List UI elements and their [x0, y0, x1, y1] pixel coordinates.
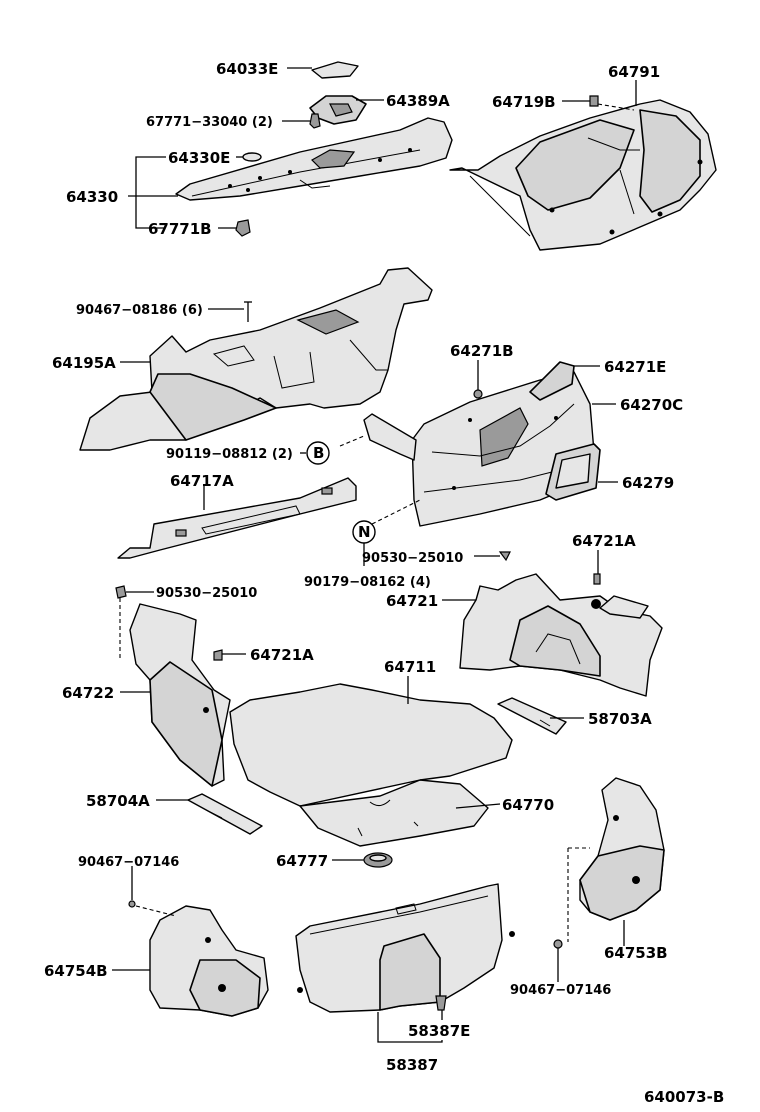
- label-90467-08186: 90467−08186 (6): [76, 303, 203, 318]
- part-64389A-bracket: [309, 95, 367, 125]
- part-64711-floor-mat: [229, 683, 513, 807]
- label-67771-33040: 67771−33040 (2): [146, 115, 273, 130]
- part-58703A-pad: [497, 697, 567, 735]
- label-64033E: 64033E: [216, 60, 278, 78]
- part-64770-floor-board: [299, 779, 489, 847]
- label-64711: 64711: [384, 658, 436, 676]
- part-58704A-pad: [187, 793, 263, 835]
- label-64721A-mid: 64721A: [250, 646, 314, 664]
- label-64777: 64777: [276, 852, 328, 870]
- label-64770: 64770: [502, 796, 554, 814]
- clip-67771-33040-icon: [309, 113, 321, 129]
- label-90467-07146-right: 90467−07146: [510, 983, 611, 998]
- label-64721: 64721: [386, 592, 438, 610]
- label-64279: 64279: [622, 474, 674, 492]
- label-64271B: 64271B: [450, 342, 514, 360]
- callout-n: N: [358, 523, 371, 541]
- part-64754B-rear-corner-left: [149, 905, 269, 1017]
- bracket-90119-08812: [363, 413, 417, 461]
- label-64721A-top: 64721A: [572, 532, 636, 550]
- callout-b: B: [313, 444, 324, 462]
- label-64722: 64722: [62, 684, 114, 702]
- part-64279-frame: [545, 443, 601, 501]
- clip-58387E-icon: [435, 995, 447, 1011]
- clip-64721A-mid-icon: [213, 649, 223, 661]
- label-58704A: 58704A: [86, 792, 150, 810]
- part-64717A-rail: [117, 477, 357, 559]
- label-64389A: 64389A: [386, 92, 450, 110]
- label-64270C: 64270C: [620, 396, 683, 414]
- part-64270C-side-panel: [411, 371, 595, 527]
- grommet-64777-icon: [363, 852, 393, 868]
- label-90467-07146-left: 90467−07146: [78, 855, 179, 870]
- label-90119-08812: 90119−08812 (2): [166, 447, 293, 462]
- clip-64719B-icon: [589, 95, 599, 107]
- callout-b-circle: [306, 441, 330, 465]
- clip-67771B-icon: [235, 219, 251, 237]
- label-58387: 58387: [386, 1056, 438, 1074]
- screw-90467-07146-right-icon: [553, 939, 563, 949]
- label-90530-25010-right: 90530−25010: [362, 551, 463, 566]
- diagram-id: 640073-B: [644, 1088, 724, 1106]
- label-64791: 64791: [608, 63, 660, 81]
- screw-90467-07146-left-icon: [128, 900, 136, 908]
- part-64722-side-trim-left: [129, 603, 231, 787]
- label-67771B: 67771B: [148, 220, 212, 238]
- label-64753B: 64753B: [604, 944, 668, 962]
- label-90179-08162: 90179−08162 (4): [304, 575, 431, 590]
- clip-64271B-icon: [473, 389, 483, 399]
- clip-90530-25010-left-icon: [115, 585, 127, 599]
- part-58387-rear-trim-panel: [295, 883, 515, 1013]
- label-64717A: 64717A: [170, 472, 234, 490]
- label-64330E: 64330E: [168, 149, 230, 167]
- label-64719B: 64719B: [492, 93, 556, 111]
- part-64271E-trim-strip: [529, 361, 575, 401]
- part-64753B-rear-corner-right: [579, 777, 665, 921]
- label-64754B: 64754B: [44, 962, 108, 980]
- label-90530-25010-left: 90530−25010: [156, 586, 257, 601]
- label-58703A: 58703A: [588, 710, 652, 728]
- label-64271E: 64271E: [604, 358, 666, 376]
- clip-64721A-top-icon: [593, 573, 601, 585]
- label-64195A: 64195A: [52, 354, 116, 372]
- clip-90530-25010-right-icon: [498, 551, 511, 562]
- part-64721-side-trim-right: [459, 573, 663, 697]
- part-64195A-front-panel: [79, 267, 433, 451]
- label-58387E: 58387E: [408, 1022, 470, 1040]
- part-64033E-pad: [311, 61, 359, 79]
- part-64791-trunk-lid-trim: [449, 99, 717, 251]
- bolt-90467-08186-icon: [244, 301, 252, 322]
- label-64330: 64330: [66, 188, 118, 206]
- part-64330-package-tray: [175, 117, 453, 201]
- pad-64330E: [242, 152, 262, 162]
